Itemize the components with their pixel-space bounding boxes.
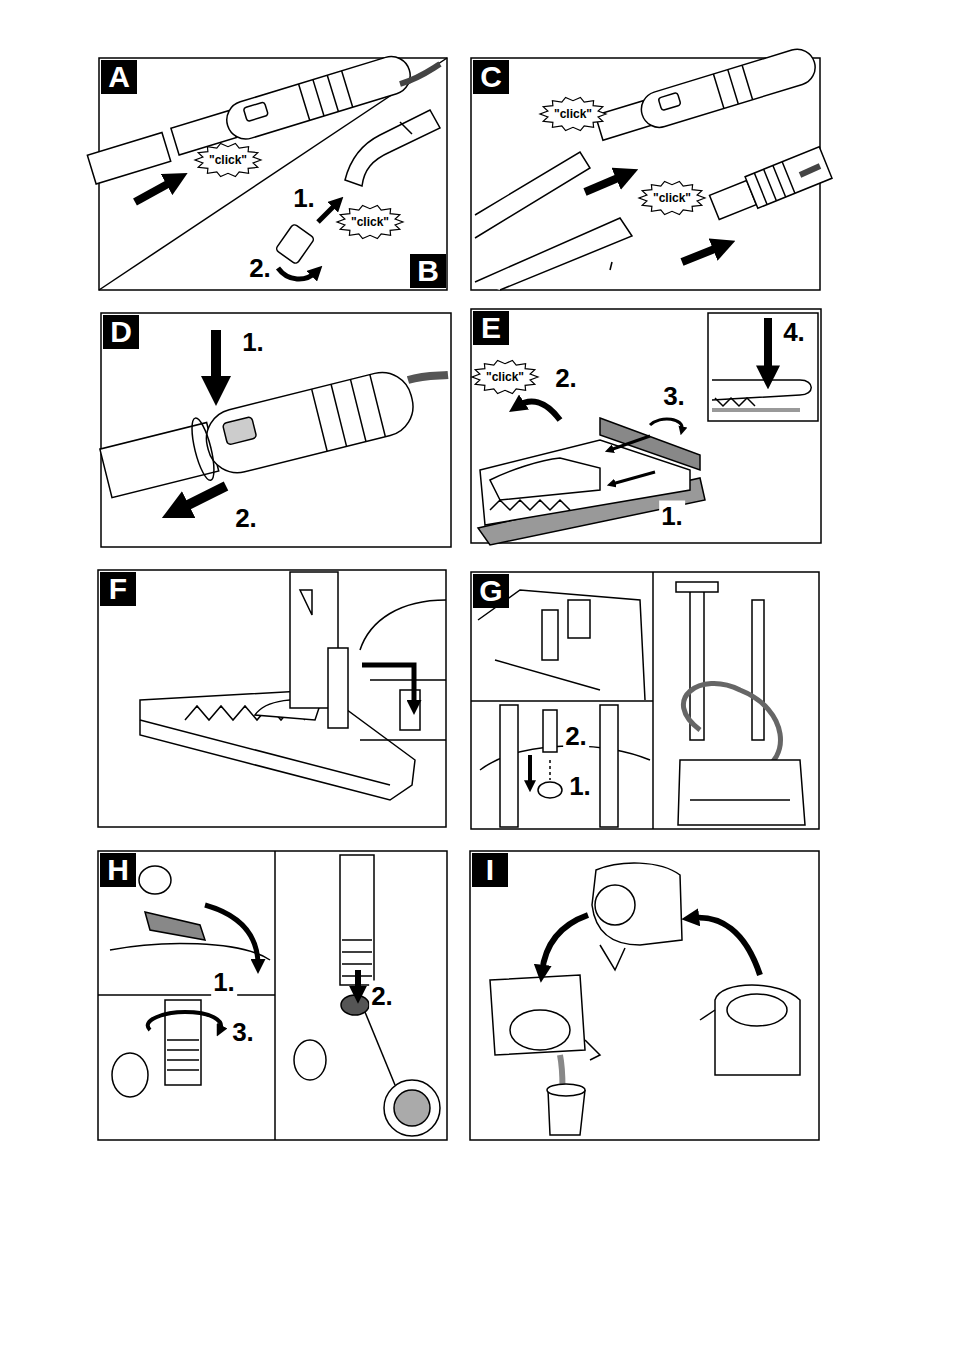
click-burst — [472, 360, 538, 393]
panel-letter: C — [473, 60, 509, 94]
step-number: 2. — [369, 981, 395, 1012]
click-burst — [195, 143, 261, 176]
click-text: "click" — [486, 370, 524, 384]
step-number: 2. — [233, 503, 259, 534]
click-burst — [540, 97, 606, 130]
panel-letter: I — [472, 853, 508, 887]
panel-letter: A — [101, 60, 137, 94]
step-number: 2. — [553, 363, 579, 394]
panel-letter: B — [410, 254, 446, 288]
step-number: 4. — [781, 317, 807, 348]
step-number: 1. — [211, 967, 237, 998]
panel-letter: G — [473, 574, 509, 608]
click-burst — [337, 205, 403, 238]
panel-letter: E — [473, 311, 509, 345]
click-burst — [639, 181, 705, 214]
step-number: 1. — [240, 327, 266, 358]
panel-letter: D — [103, 315, 139, 349]
click-text: "click" — [351, 215, 389, 229]
click-text: "click" — [554, 107, 592, 121]
panel-letter: F — [100, 572, 136, 606]
step-number: 3. — [661, 381, 687, 412]
step-number: 2. — [563, 721, 589, 752]
panel-letter: H — [100, 853, 136, 887]
step-number: 3. — [230, 1017, 256, 1048]
click-text: "click" — [653, 191, 691, 205]
step-number: 2. — [247, 253, 273, 284]
step-number: 1. — [567, 771, 593, 802]
step-number: 1. — [659, 501, 685, 532]
click-text: "click" — [209, 153, 247, 167]
step-number: 1. — [291, 183, 317, 214]
